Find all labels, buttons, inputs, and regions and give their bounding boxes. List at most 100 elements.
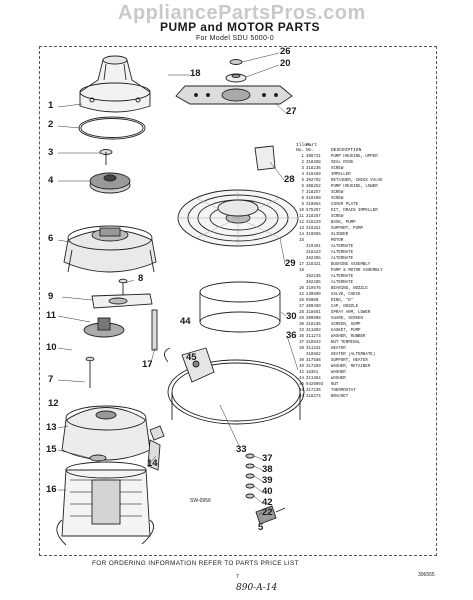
part-number: 675297 [306, 209, 321, 214]
lower-spray-arm-shape [175, 85, 293, 105]
part-description: WASHER, RUBBER [331, 335, 366, 340]
part-description: CAP, NOZZLE [331, 305, 359, 310]
part-number: 311341 [306, 347, 321, 352]
part-description: ALTERNATE [331, 275, 354, 280]
illus-number: 45 [299, 383, 304, 388]
illus-number: 1 [301, 155, 304, 160]
part-description: SCREW [331, 197, 344, 202]
illus-number: 42 [299, 371, 304, 376]
model-subtitle: For Model SDU 5000-0 [196, 35, 274, 42]
illus-number: 37 [299, 341, 304, 346]
part-number: 319665 [306, 233, 321, 238]
callout-label: 18 [190, 68, 201, 79]
callout-label: 45 [186, 352, 197, 363]
part-number: 310864 [306, 203, 321, 208]
illus-number: 11 [299, 215, 304, 220]
part-description: HEATER (ALTERNATE) [331, 353, 376, 358]
seal-ring-shape [78, 116, 146, 140]
callout-label: 3 [48, 147, 54, 158]
part-number: 316261 [306, 227, 321, 232]
illus-number: 33 [299, 329, 304, 334]
callout-label: 16 [46, 484, 57, 495]
handwritten-annotation: 890-A-14 [236, 583, 278, 593]
part-description: BRACKET [331, 395, 349, 400]
part-description: KIT, DRAIN IMPELLER [331, 209, 378, 214]
part-description: IMPELLER [331, 173, 351, 178]
parts-row: 15 MOTOR [296, 238, 434, 244]
callout-label: 5 [258, 522, 264, 533]
part-description: SPRAY ARM, LOWER [331, 311, 371, 316]
callout-label: 44 [180, 316, 191, 327]
callout-label: 42 [262, 497, 273, 508]
heater-element-shape [167, 359, 305, 425]
callout-label: 6 [48, 233, 54, 244]
diagram-frame [39, 46, 437, 556]
callout-label: 40 [262, 486, 273, 497]
part-description: SLINGER [331, 233, 349, 238]
part-description: COVER PLATE [331, 203, 359, 208]
illus-number: 46 [299, 389, 304, 394]
illus-number: 20 [299, 287, 304, 292]
part-number: 318843 [306, 341, 321, 346]
part-description: SUPPORT, HEATER [331, 359, 368, 364]
callout-label: 37 [262, 453, 273, 464]
callout-label: 9 [48, 291, 54, 302]
illus-number: 14 [299, 233, 304, 238]
page-title: PUMP and MOTOR PARTS [160, 20, 321, 34]
part-description: GUARD, SCREEN [331, 317, 363, 322]
part-number: 308721 [306, 155, 321, 160]
illus-number: 6 [301, 185, 304, 190]
part-description: WASHER, RETAINER [331, 365, 371, 370]
header-description: DESCRIPTION [331, 148, 362, 153]
document-part-number: 306555 [418, 572, 435, 578]
part-number: 317586 [306, 359, 321, 364]
part-number: 318257 [306, 191, 321, 196]
part-number: 318257 [306, 215, 321, 220]
sump-screen-shape [199, 281, 281, 333]
part-description: ALTERNATE [331, 281, 354, 286]
part-description: PUMP & MOTOR ASSEMBLY [331, 269, 383, 274]
impeller-shape [89, 172, 131, 194]
part-number: 318236 [306, 167, 321, 172]
part-number: 95080 [306, 299, 319, 304]
part-number: 230890 [306, 293, 321, 298]
part-number: 308252 [306, 185, 321, 190]
part-description: MOTOR [331, 239, 344, 244]
part-number: 319260 [306, 197, 321, 202]
illus-number: 44 [299, 377, 304, 382]
callout-label: 10 [46, 342, 57, 353]
terminal-hardware-shape [245, 453, 255, 499]
motor-shape [56, 461, 155, 546]
part-description: ALTERNATE [331, 245, 354, 250]
callout-label: 30 [286, 311, 297, 322]
illus-number: 12 [299, 221, 304, 226]
part-number: 318681 [306, 311, 321, 316]
part-number: 318321 [306, 263, 321, 268]
illus-number: 40 [299, 365, 304, 370]
illus-number: 47 [299, 395, 304, 400]
illus-number: 15 [299, 239, 304, 244]
callout-label: 27 [286, 106, 297, 117]
part-number: 318288 [306, 161, 321, 166]
header-part-line2: No. [306, 148, 315, 154]
part-description: BEARING, NOZZLE [331, 287, 368, 292]
